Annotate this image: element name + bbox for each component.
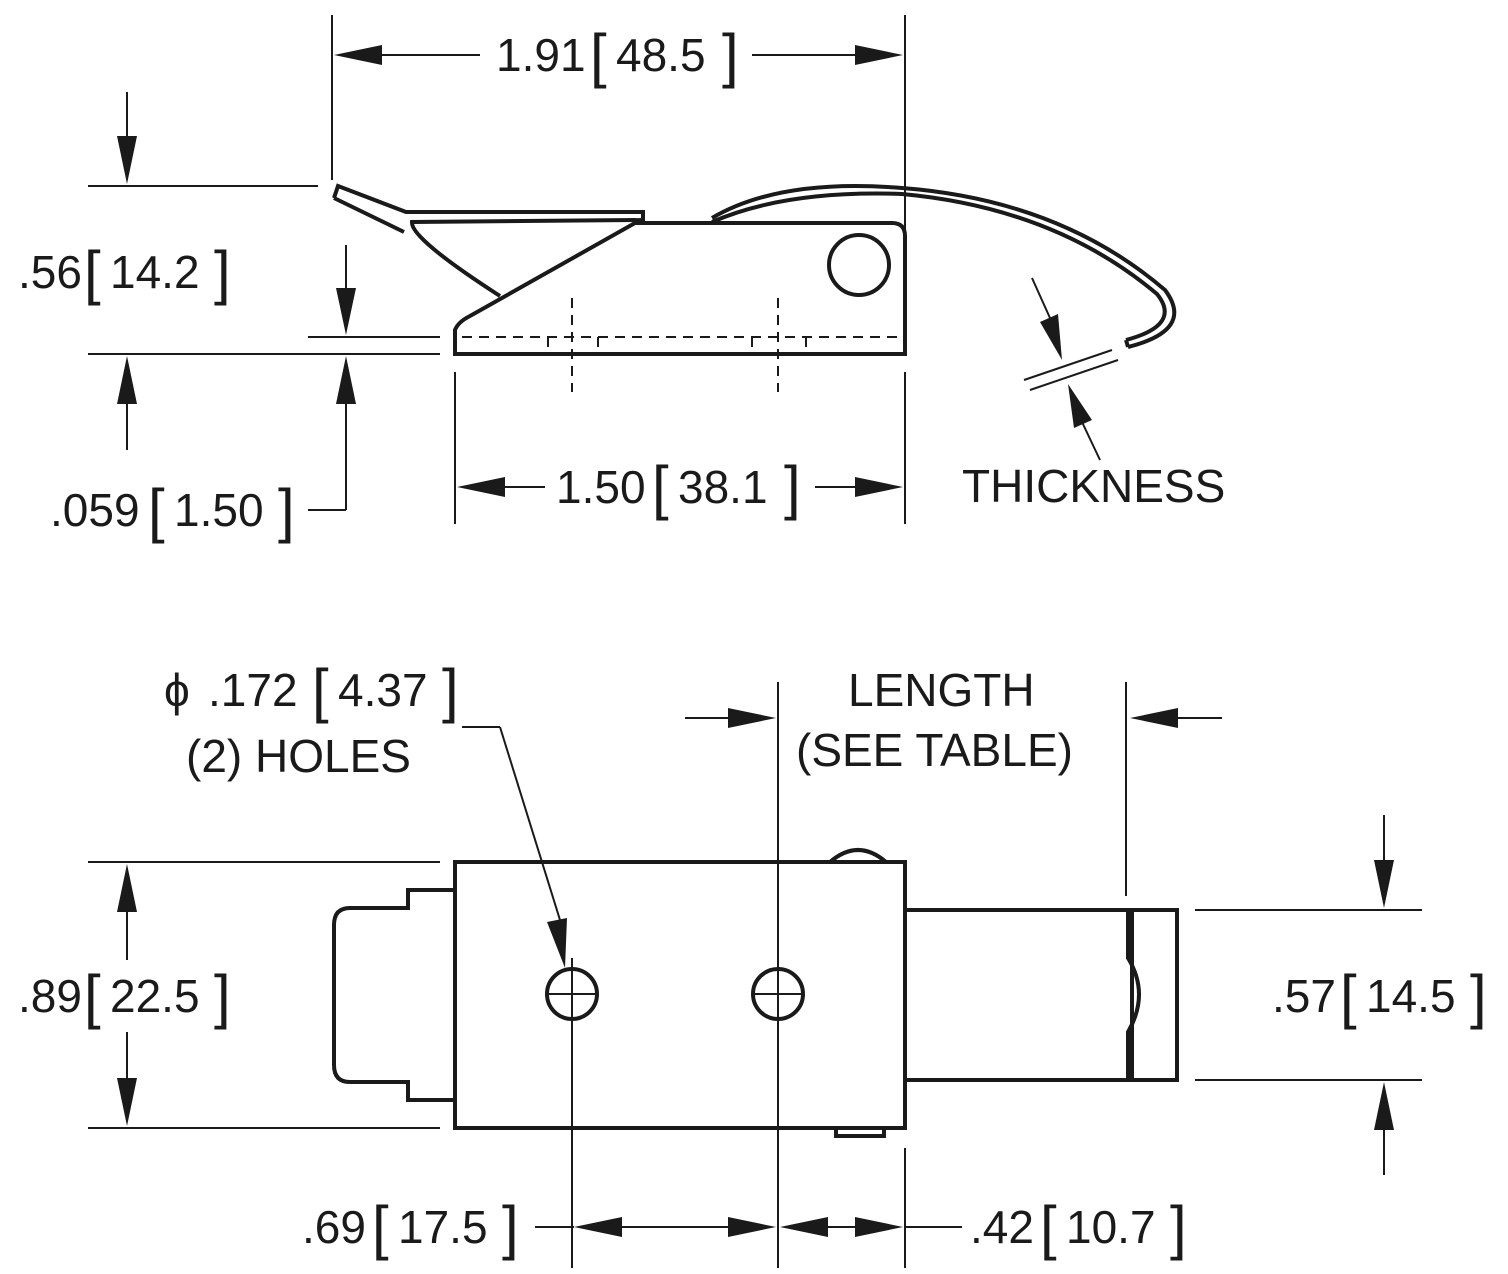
width-mm: 22.5 [110, 970, 200, 1022]
bracket-open: [ [84, 963, 101, 1030]
hole-to-end-mm: 10.7 [1066, 1201, 1156, 1253]
top-view: ϕ .172 [ 4.37 ] (2) HOLES LENGTH (SEE TA… [18, 657, 1487, 1268]
length-see-table: (SEE TABLE) [796, 724, 1073, 776]
pivot-knuckle-bottom [834, 1128, 886, 1138]
lever-handle [332, 183, 645, 298]
latch-body-top [453, 860, 907, 1130]
strike-width-mm: 14.5 [1366, 970, 1456, 1022]
hole-spacing-inch: .69 [302, 1201, 366, 1253]
bracket-close: ] [722, 22, 739, 89]
base-length-inch: 1.50 [556, 461, 646, 513]
bracket-open: [ [312, 657, 329, 724]
bracket-open: [ [1040, 1194, 1057, 1261]
side-view: 1.91 [ 48.5 ] .56 [ 14.2 ] .059 [ 1.50 ] [18, 15, 1225, 544]
height-inch: .56 [18, 246, 82, 298]
strike-plate [903, 908, 1179, 1082]
bracket-close: ] [214, 239, 231, 306]
hole-to-end-inch: .42 [970, 1201, 1034, 1253]
hole-diameter-inch: .172 [208, 664, 298, 716]
bracket-open: [ [1340, 963, 1357, 1030]
hole-diameter-mm: 4.37 [338, 664, 428, 716]
lever-top [332, 888, 455, 1102]
thickness-label: THICKNESS [962, 460, 1225, 512]
overall-length-mm: 48.5 [616, 29, 706, 81]
thickness-inch: .059 [50, 484, 140, 536]
length-label: LENGTH [848, 664, 1035, 716]
bracket-close: ] [502, 1194, 519, 1261]
strike-width-inch: .57 [1272, 970, 1336, 1022]
thickness-mm: 1.50 [174, 484, 264, 536]
bracket-close: ] [214, 963, 231, 1030]
bracket-close: ] [1470, 963, 1487, 1030]
hole-spacing-mm: 17.5 [398, 1201, 488, 1253]
pivot-pin [827, 233, 891, 297]
height-mm: 14.2 [110, 246, 200, 298]
pivot-knuckle-top [828, 848, 888, 864]
bracket-close: ] [442, 657, 459, 724]
bracket-open: [ [148, 477, 165, 544]
bracket-open: [ [590, 22, 607, 89]
width-inch: .89 [18, 970, 82, 1022]
overall-length-inch: 1.91 [496, 29, 586, 81]
holes-label: (2) HOLES [186, 730, 411, 782]
base-length-mm: 38.1 [678, 461, 768, 513]
bracket-close: ] [784, 454, 801, 521]
bracket-open: [ [372, 1194, 389, 1261]
bracket-close: ] [1170, 1194, 1187, 1261]
strike-catch [1126, 910, 1141, 1080]
diameter-symbol: ϕ [164, 664, 190, 716]
latch-base-profile [453, 221, 907, 356]
wire-bail [710, 184, 1177, 349]
bracket-open: [ [652, 454, 669, 521]
bracket-close: ] [278, 477, 295, 544]
bracket-open: [ [84, 239, 101, 306]
